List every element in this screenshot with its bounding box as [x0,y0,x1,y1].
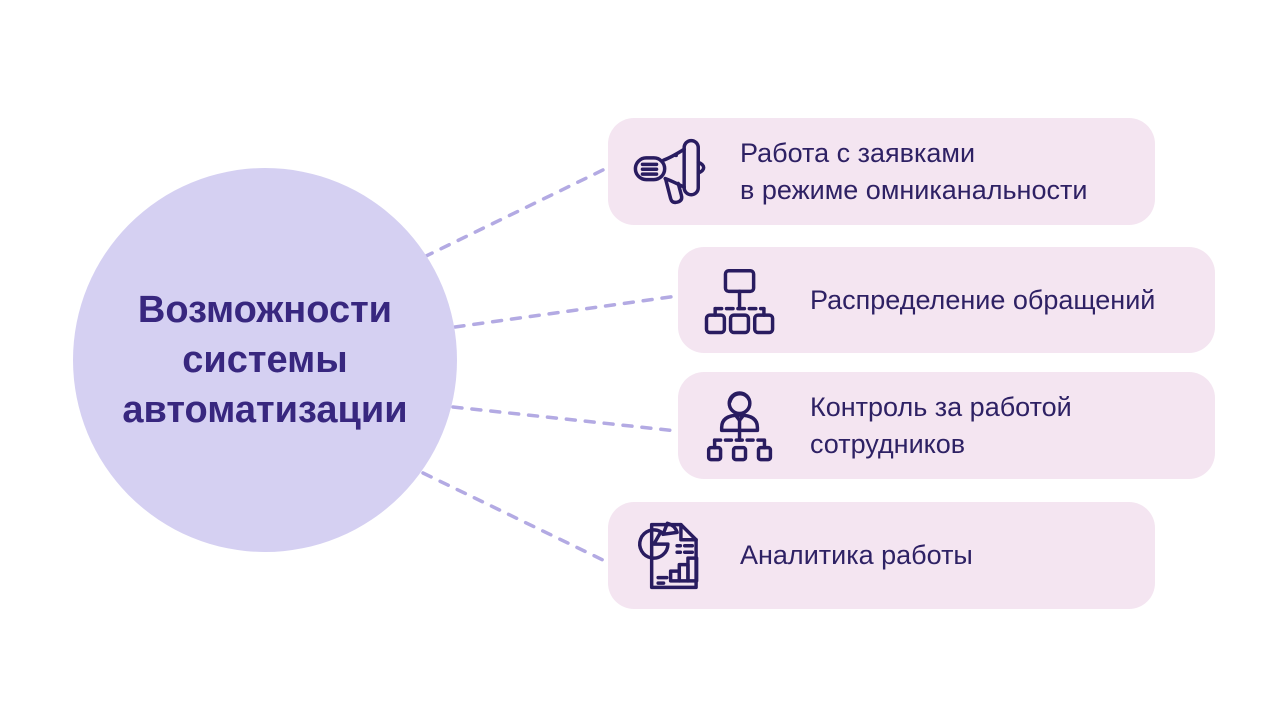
feature-card-label: Распределение обращений [810,282,1155,319]
connector-line-3 [451,405,679,433]
feature-card-distribution: Распределение обращений [678,247,1215,353]
feature-card-employee-control: Контроль за работой сотрудников [678,372,1215,479]
feature-card-label: Работа с заявками в режиме омниканальнос… [740,135,1087,209]
central-title-line: системы [182,339,348,381]
feature-card-label: Аналитика работы [740,537,973,574]
feature-card-text-line: в режиме омниканальности [740,174,1088,205]
connector-line-1 [422,166,609,259]
central-title-line: автоматизации [122,389,408,431]
feature-card-omnichannel: Работа с заявками в режиме омниканальнос… [608,118,1155,225]
feature-card-label: Контроль за работой сотрудников [810,389,1072,463]
connector-line-2 [453,294,679,329]
central-circle: Возможности системы автоматизации [73,168,457,552]
analytics-report-icon [630,514,708,598]
employee-control-icon [700,384,778,468]
connector-line-4 [421,471,609,564]
megaphone-icon [630,130,708,214]
feature-card-text-line: Аналитика работы [740,540,973,570]
feature-card-text-line: Работа с заявками [740,137,976,168]
org-chart-icon [700,258,778,342]
central-title-line: Возможности [137,289,393,331]
central-title: Возможности системы автоматизации [122,285,407,435]
feature-card-text-line: Контроль за работой [810,391,1072,422]
feature-card-analytics: Аналитика работы [608,502,1155,609]
feature-card-text-line: Распределение обращений [810,284,1156,315]
feature-card-text-line: сотрудников [810,428,966,459]
